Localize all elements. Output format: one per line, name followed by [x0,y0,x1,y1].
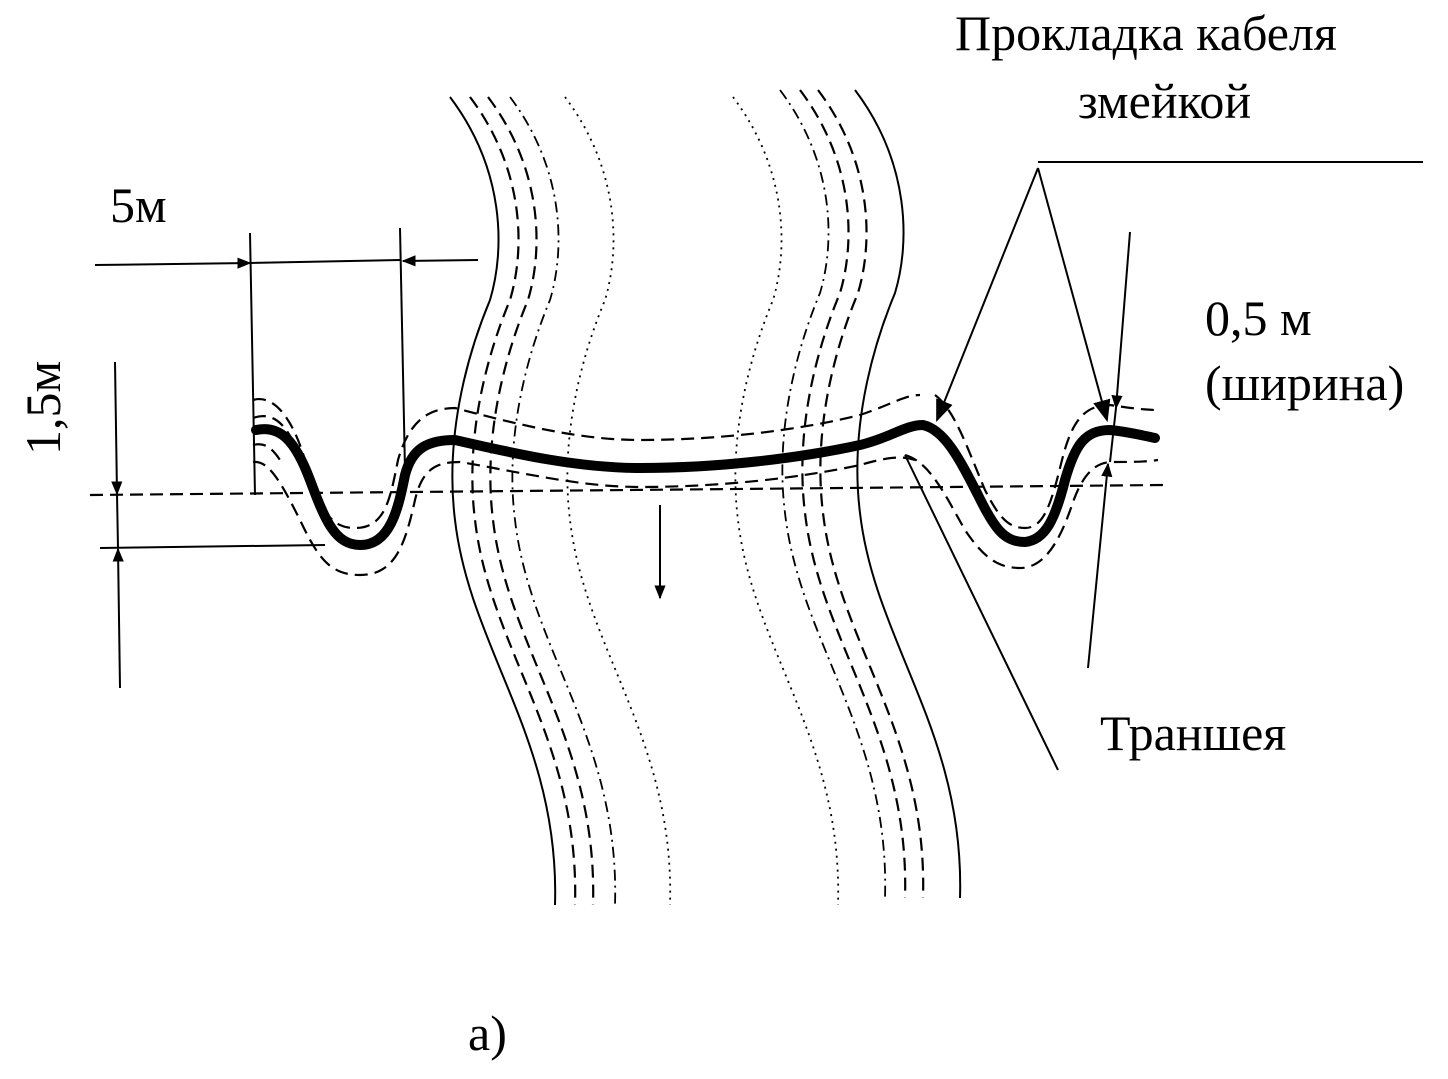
trench-label: Траншея [1100,705,1286,761]
road-left-edge [449,96,557,906]
road-right-dash-1 [799,89,907,899]
trench-lower-edge [252,456,916,577]
width-label-line1: 0,5 м [1205,290,1312,346]
road-right-edge [854,89,962,899]
cable-laying-callout: Прокладка кабеля змейкой [936,5,1423,423]
dimension-1-5m: 1,5м [15,361,326,689]
dim-5m-arrow-right [401,255,479,267]
callout-leader-left [936,167,1039,423]
dim-5m-label: 5м [110,177,167,233]
figure-label: а) [468,1005,507,1061]
trench-start-arc-2 [252,443,281,461]
road-left-dashdot [509,96,616,906]
road-right-dashdot [779,89,886,899]
road-left-dash-1 [469,96,577,906]
dim-5m-ext-right [399,227,406,471]
trench-upper-edge [252,393,921,530]
callout-leader-right [1037,167,1111,423]
dim-1-5m-arrow-bottom [112,547,124,689]
road-right-dotted [732,96,839,906]
width-label-line2: (ширина) [1205,355,1404,411]
road-right-dash-2 [817,89,925,899]
road-crossing [449,89,962,906]
dim-5m-line-mid [249,259,401,264]
road-left-dotted [564,96,671,906]
dim-1-5m-label: 1,5м [15,361,71,455]
dimension-5m: 5м [94,177,479,496]
cable-snake [251,420,1160,550]
dim-1-5m-ext-bottom [99,544,326,549]
width-arrow-bottom [1087,462,1113,669]
dim-5m-arrow-left [94,257,252,269]
trench-right-lower [904,453,1159,570]
cable-laying-label-line2: змейкой [1078,73,1251,129]
cable-laying-label-line1: Прокладка кабеля [955,5,1337,61]
width-line-mid [1109,407,1117,463]
dim-5m-ext-left [249,232,256,496]
trench-leader [904,454,1059,771]
width-arrow-top [1111,231,1131,410]
dim-1-5m-line-mid [116,493,119,549]
dimension-width: 0,5 м (ширина) [1087,231,1404,669]
trench-callout: Траншея [904,454,1286,771]
dim-1-5m-arrow-top [111,361,123,496]
